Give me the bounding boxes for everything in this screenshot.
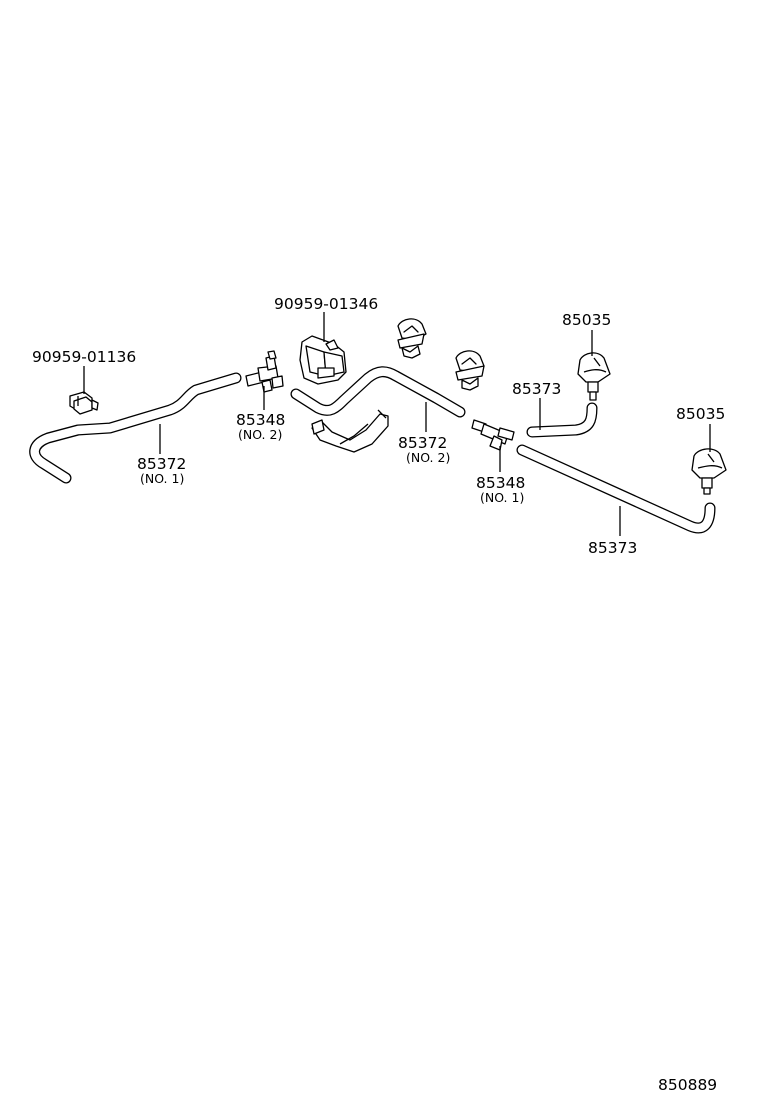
nozzle-85035-right — [691, 448, 727, 495]
label-nozzle-85035-right: 85035 — [676, 405, 725, 423]
label-hose-85372-no2: 85372 — [398, 434, 447, 452]
nozzle-85035-upper — [577, 352, 611, 401]
label-clamp-90959-01346: 90959-01346 — [274, 295, 378, 313]
label-joint-85348-no2: 85348 — [236, 411, 285, 429]
label-hose-85373-upper: 85373 — [512, 380, 561, 398]
hose-85373-upper — [526, 402, 598, 438]
hose-85372-no1 — [29, 372, 242, 484]
clamp-90959-01136 — [69, 391, 99, 415]
label-joint-85348-no2-sub: (NO. 2) — [238, 427, 282, 442]
clamp-90959-01346 — [299, 335, 347, 385]
clip-lower — [455, 350, 485, 391]
clip-upper — [397, 318, 427, 359]
label-hose-85372-no2-sub: (NO. 2) — [406, 450, 450, 465]
leader-lines — [83, 312, 711, 536]
label-hose-85373-lower: 85373 — [588, 539, 637, 557]
label-hose-85372-no1-sub: (NO. 1) — [140, 471, 184, 486]
joint-85348-no2 — [245, 350, 284, 393]
label-joint-85348-no1: 85348 — [476, 474, 525, 492]
label-nozzle-85035-upper: 85035 — [562, 311, 611, 329]
figure-number: 850889 — [658, 1076, 717, 1094]
hose-85372-no2 — [290, 366, 466, 418]
label-clamp-90959-01136: 90959-01136 — [32, 348, 136, 366]
joint-85348-no1 — [471, 419, 515, 451]
hose-section-behind — [311, 409, 389, 453]
label-joint-85348-no1-sub: (NO. 1) — [480, 490, 524, 505]
label-hose-85372-no1: 85372 — [137, 455, 186, 473]
hose-85373-lower — [516, 444, 716, 534]
